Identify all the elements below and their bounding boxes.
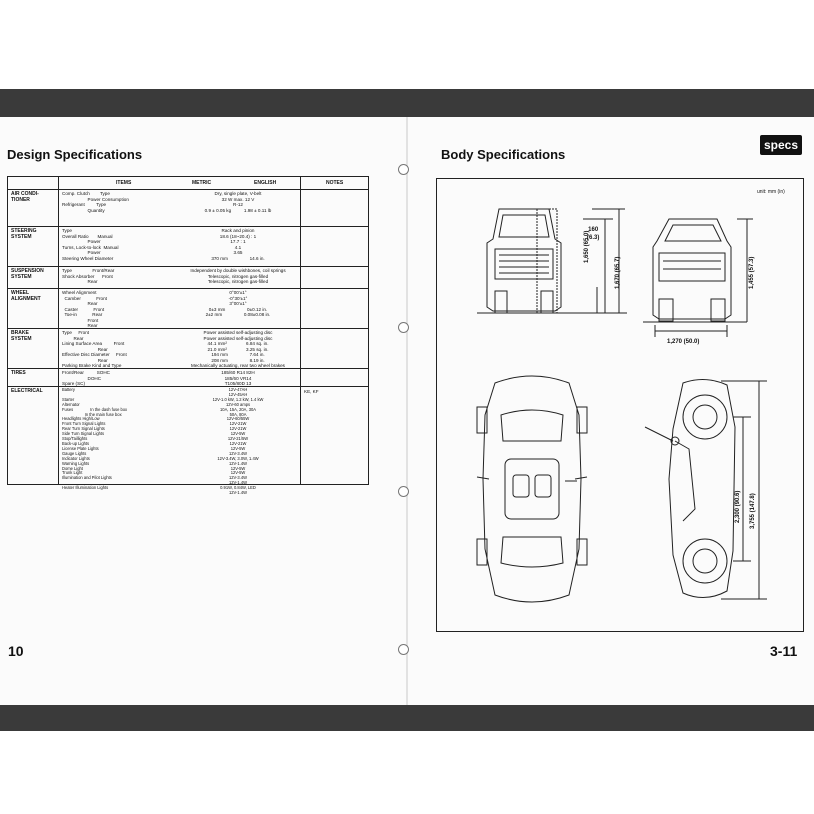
binder-hole <box>398 164 409 175</box>
row-values: Dry, single plate, V-belt 32 W max. 12 V… <box>204 191 272 213</box>
side-view-drawing <box>644 379 736 598</box>
row-values: Power assisted self-adjusting disc Power… <box>191 330 285 368</box>
row-notes: KE, KF <box>304 389 319 394</box>
table-row: TIRES Front/Rear SOHC DOHC Spare (SC) 18… <box>8 368 368 387</box>
row-values: 185/60 R14 82H 185/60 VR14 T105/80D 13 <box>221 370 255 386</box>
row-items: Battery Starter Alternator Fuses In the … <box>62 387 128 491</box>
row-items: Front/Rear SOHC DOHC Spare (SC) <box>62 370 110 386</box>
row-values: Rack and pinion 18.6 (18~20.4) : 1 17.7 … <box>211 228 265 261</box>
row-items: Comp. Clutch Type Power Consumption Refr… <box>62 191 129 213</box>
row-category: TIRES <box>11 370 26 376</box>
row-category: STEERING SYSTEM <box>11 228 37 240</box>
header-english: ENGLISH <box>254 180 277 186</box>
column-rule <box>300 177 301 484</box>
dim-rear-track: 1,270 (50.0) <box>667 339 700 345</box>
design-spec-table: ITEMS METRIC ENGLISH NOTES AIR CONDI- TI… <box>7 176 369 495</box>
car-dimension-drawings <box>476 208 767 603</box>
row-values: Independent by double wishbones, coil sp… <box>190 268 286 284</box>
bottom-dark-band <box>0 705 814 731</box>
page-title: Design Specifications <box>7 147 143 162</box>
row-items: Type Overall Ratio Manual Power Turns, L… <box>62 228 119 261</box>
table-header: ITEMS METRIC ENGLISH NOTES <box>8 177 368 190</box>
dim-front-height: 1,650 (65.0) <box>584 230 590 263</box>
page-gutter <box>406 117 408 705</box>
front-view-drawing <box>477 208 577 314</box>
dim-rear-height: 1,455 (57.3) <box>749 256 755 289</box>
header-metric: METRIC <box>192 180 212 186</box>
binder-hole <box>398 486 409 497</box>
table-row: SUSPENSION SYSTEM Type Front/Rear Shock … <box>8 266 368 289</box>
top-dark-band <box>0 89 814 117</box>
row-values: 0°00'±1° -0°30'±1° 3°00'±1° 0±3 mm 0±0.1… <box>205 290 271 317</box>
top-view-drawing <box>476 375 588 603</box>
table-row: ELECTRICAL Battery Starter Alternator Fu… <box>8 386 368 495</box>
row-category: WHEEL ALIGNMENT <box>11 290 41 302</box>
binder-hole <box>398 322 409 333</box>
rear-view-drawing <box>643 218 747 323</box>
dim-overall-length: 3,755 (147.8) <box>750 493 756 529</box>
dim-overall-height: 1,670 (65.7) <box>615 256 621 289</box>
row-values: 12V-47AH 12V-45AH 12V-1.0 kW, 1.2 kW, 1.… <box>212 387 264 496</box>
page-number-right: 3-11 <box>770 643 798 659</box>
table-row: STEERING SYSTEM Type Overall Ratio Manua… <box>8 226 368 267</box>
header-items: ITEMS <box>116 180 132 186</box>
row-category: SUSPENSION SYSTEM <box>11 268 44 280</box>
page-title-right: Body Specifications <box>441 147 566 162</box>
row-items: Type Front/Rear Shock Absorber Front Rea… <box>62 268 115 284</box>
table-row: AIR CONDI- TIONER Comp. Clutch Type Powe… <box>8 189 368 227</box>
row-items: Wheel Alignment Camber Front Rear Caster… <box>62 290 107 328</box>
page-number-left: 10 <box>8 643 24 659</box>
body-spec-frame: unit: mm (in) <box>436 178 804 632</box>
header-notes: NOTES <box>326 180 344 186</box>
row-category: BRAKE SYSTEM <box>11 330 32 342</box>
table-row: WHEEL ALIGNMENT Wheel Alignment Camber F… <box>8 288 368 329</box>
row-category: AIR CONDI- TIONER <box>11 191 39 203</box>
unit-label: unit: mm (in) <box>757 189 785 195</box>
row-items: Type Front Rear Lining Surface Area Fron… <box>62 330 127 368</box>
dim-front-ground-clearance: 160 (6.3) <box>587 227 600 241</box>
specs-tab-badge: specs <box>760 135 802 155</box>
binder-hole <box>398 644 409 655</box>
column-rule <box>58 177 59 484</box>
dim-wheelbase: 2,300 (90.6) <box>735 490 741 523</box>
table-row: BRAKE SYSTEM Type Front Rear Lining Surf… <box>8 328 368 369</box>
row-category: ELECTRICAL <box>11 388 43 394</box>
